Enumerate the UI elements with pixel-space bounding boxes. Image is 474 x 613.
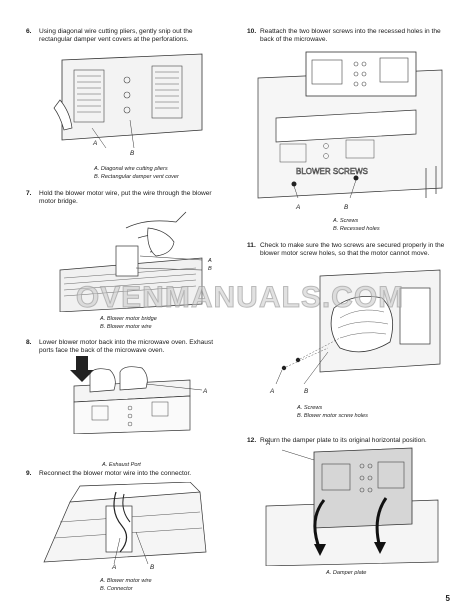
step-9: 9. Reconnect the blower motor wire into … [26, 470, 226, 478]
caption-b: B. Connector [100, 586, 133, 592]
caption-b: B. Rectangular damper vent cover [94, 174, 179, 180]
figure-blower-motor-bridge [56, 208, 206, 312]
step-text: Reconnect the blower motor wire into the… [39, 470, 192, 477]
watermark: OVENMANUALS.COM [75, 281, 405, 315]
callout-b: B [150, 564, 155, 571]
step-8: 8. Lower blower motor back into the micr… [26, 339, 226, 355]
figure-damper-plate [262, 446, 444, 566]
step-text: Return the damper plate to its original … [260, 437, 427, 444]
callout-b: B [208, 266, 212, 272]
callout-a: A [296, 204, 301, 211]
caption-b: B. Blower motor wire [100, 324, 152, 330]
step-10: 10. Reattach the two blower screws into … [247, 28, 452, 44]
caption-a: A. Blower motor bridge [100, 316, 157, 322]
step-7: 7. Hold the blower motor wire, put the w… [26, 190, 226, 206]
caption-a: A. Blower motor wire [100, 578, 152, 584]
callout-b: B [344, 204, 349, 211]
caption-b: B. Recessed holes [333, 226, 380, 232]
figure-damper-vent-covers [52, 50, 212, 160]
caption-a: A. Damper plate [326, 570, 367, 576]
callout-a: A [208, 258, 212, 264]
step-11: 11. Check to make sure the two screws ar… [247, 242, 452, 258]
step-number: 12. [247, 437, 257, 444]
step-6: 6. Using diagonal wire cutting pliers, g… [26, 28, 226, 44]
caption-a: A. Exhaust Port [102, 462, 141, 468]
step-number: 9. [26, 470, 32, 477]
step-number: 8. [26, 339, 32, 346]
callout-b: B [130, 150, 135, 157]
step-number: 7. [26, 190, 32, 197]
callout-a: A [266, 440, 271, 447]
step-text: Using diagonal wire cutting pliers, gent… [39, 28, 193, 44]
step-number: 6. [26, 28, 32, 35]
callout-b: B [304, 388, 309, 395]
step-text: Reattach the two blower screws into the … [260, 28, 441, 44]
callout-a: A [112, 564, 117, 571]
step-number: 11. [247, 242, 256, 249]
caption-b: B. Blower motor screw holes [297, 413, 368, 419]
callout-a: A [270, 388, 275, 395]
caption-a: A. Diagonal wire cutting pliers [94, 166, 168, 172]
step-text: Lower blower motor back into the microwa… [39, 339, 214, 355]
callout-a: A [203, 388, 208, 395]
step-12: 12. Return the damper plate to its origi… [247, 437, 452, 445]
callout-a: A [93, 140, 98, 147]
figure-label-blower-screws: BLOWER SCREWS [296, 167, 368, 176]
step-text: Check to make sure the two screws are se… [260, 242, 445, 258]
step-number: 10. [247, 28, 257, 35]
figure-recessed-holes: BLOWER SCREWS [256, 48, 446, 204]
page-number: 5 [445, 594, 450, 603]
caption-a: A. Screws [297, 405, 323, 411]
figure-blower-motor-screw-holes [264, 268, 444, 392]
figure-connector [40, 482, 210, 566]
step-text: Hold the blower motor wire, put the wire… [39, 190, 212, 206]
caption-a: A. Screws [333, 218, 359, 224]
figure-exhaust-port [70, 356, 210, 434]
